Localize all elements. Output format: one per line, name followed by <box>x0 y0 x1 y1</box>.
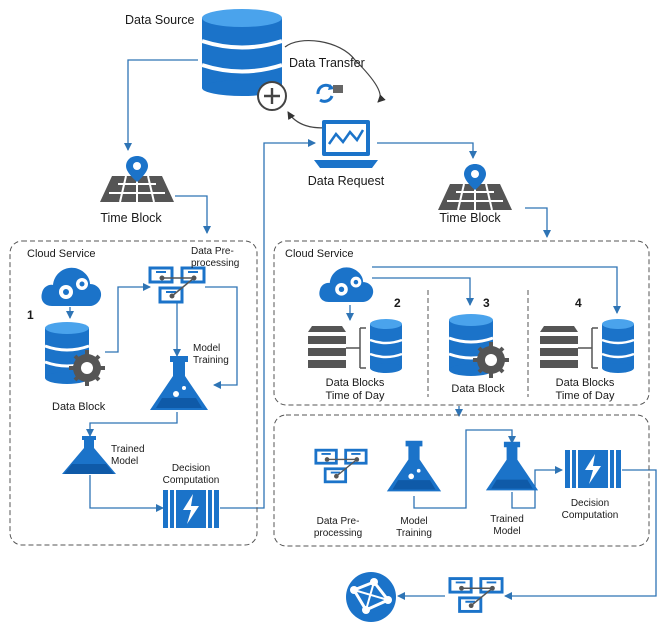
edge-timeblock-to-cloud-right <box>525 207 551 238</box>
data-pipeline-icon <box>148 266 206 304</box>
cloud-service-left-label: Cloud Service <box>27 248 96 260</box>
model-training-bottom-label: Model Training <box>396 516 432 539</box>
map-pin-icon <box>436 162 514 212</box>
step-number-3: 3 <box>483 296 490 310</box>
edge-training-to-trained-right <box>413 429 516 509</box>
edge-trained-to-decision-right <box>511 466 563 509</box>
edge-cloud-to-blocks-4 <box>372 266 621 314</box>
map-pin-icon <box>98 154 176 204</box>
decision-computation-bottom-label: Decision Computation <box>561 498 619 521</box>
data-source-label: Data Source <box>125 13 195 27</box>
edge-preproc-loop <box>205 286 238 389</box>
data-blocks-stack-icon <box>308 318 404 374</box>
stream-analytics-icon <box>163 490 219 528</box>
decision-computation-left-label: Decision Computation <box>162 463 220 486</box>
data-preprocessing-top-label: Data Pre- processing <box>191 246 240 269</box>
flask-icon <box>385 438 443 496</box>
edge-decision-to-pipeline-bottom <box>504 469 657 600</box>
data-request-label: Data Request <box>307 174 385 188</box>
plus-circle-icon <box>256 80 288 112</box>
step-number-2: 2 <box>394 296 401 310</box>
edge-decision-to-request <box>220 139 316 509</box>
cloud-region-right-top <box>273 240 650 406</box>
time-block-left-label: Time Block <box>100 211 162 225</box>
edge-cloud-to-block-3 <box>372 277 474 306</box>
data-block-left-label: Data Block <box>52 401 106 413</box>
transfer-arc-out <box>284 40 386 103</box>
database-icon <box>200 8 284 96</box>
flask-icon <box>58 436 120 476</box>
data-transfer-label: Data Transfer <box>289 56 365 70</box>
edge-timeblock-to-cloud-left <box>175 195 211 234</box>
database-icon <box>447 312 509 378</box>
data-blocks-stack-icon <box>540 318 636 374</box>
data-pipeline-icon <box>448 576 504 614</box>
data-block-mid-label: Data Block <box>451 383 505 395</box>
trained-model-bottom-label: Trained Model <box>490 514 524 537</box>
edge-source-to-timeblock-left <box>124 59 198 151</box>
database-icon <box>43 320 105 386</box>
laptop-chart-icon <box>314 118 378 170</box>
data-blocks-tod-1-label: Data Blocks Time of Day <box>325 377 385 402</box>
edge-request-to-timeblock-right <box>377 142 477 159</box>
edge-datablock-to-preproc <box>105 283 151 353</box>
cloud-gears-icon <box>318 262 374 304</box>
edge-trained-to-decision <box>89 475 164 512</box>
data-blocks-tod-2-label: Data Blocks Time of Day <box>555 377 615 402</box>
sync-icon <box>314 80 344 106</box>
data-pipeline-icon <box>314 448 368 484</box>
model-training-left-label: Model Training <box>193 343 229 366</box>
stream-analytics-icon <box>565 450 621 488</box>
flask-icon <box>148 354 210 414</box>
step-number-4: 4 <box>575 296 582 310</box>
globe-network-icon <box>344 570 398 622</box>
time-block-right-label: Time Block <box>439 211 501 225</box>
flask-icon <box>484 440 540 494</box>
data-preprocessing-bottom-label: Data Pre- processing <box>313 516 363 539</box>
edge-training-to-trained <box>86 412 178 437</box>
cloud-gears-icon <box>40 262 102 308</box>
cloud-region-left <box>9 240 258 546</box>
cloud-service-right-label: Cloud Service <box>285 248 354 260</box>
trained-model-left-label: Trained Model <box>111 444 145 467</box>
step-number-1: 1 <box>27 308 34 322</box>
